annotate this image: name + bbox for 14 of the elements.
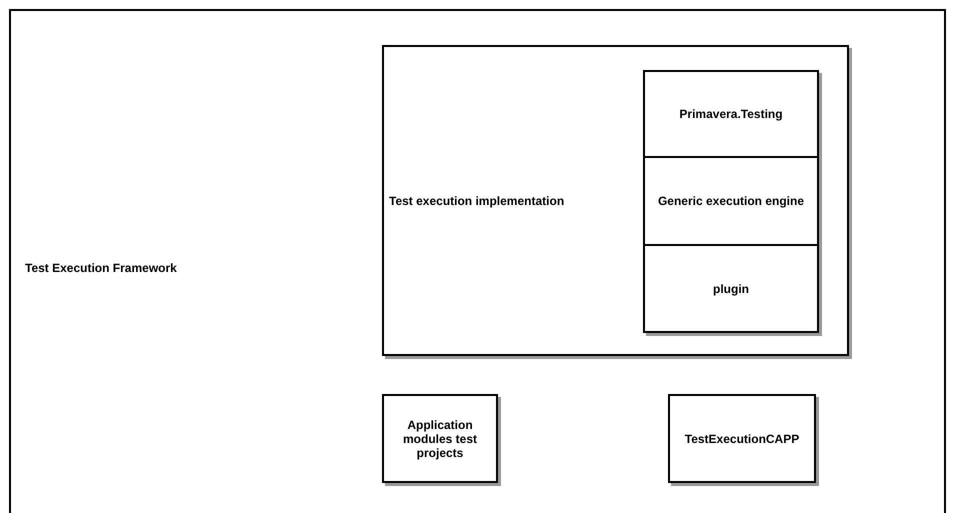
node-label: TestExecutionCAPP [684, 432, 800, 446]
component-box [382, 394, 498, 483]
node-label: Primavera.Testing [678, 107, 784, 121]
component-box [643, 156, 819, 246]
container-box [382, 45, 849, 356]
node-label: plugin [712, 282, 750, 296]
node-label: Test execution implementation [389, 194, 564, 208]
frame-box [9, 9, 946, 513]
component-box [643, 70, 819, 158]
node-label: Generic execution engine [656, 194, 806, 208]
node-label: Test Execution Framework [25, 261, 177, 275]
component-box [643, 244, 819, 333]
node-label: Application modules test projects [402, 418, 478, 460]
component-box [668, 394, 816, 483]
